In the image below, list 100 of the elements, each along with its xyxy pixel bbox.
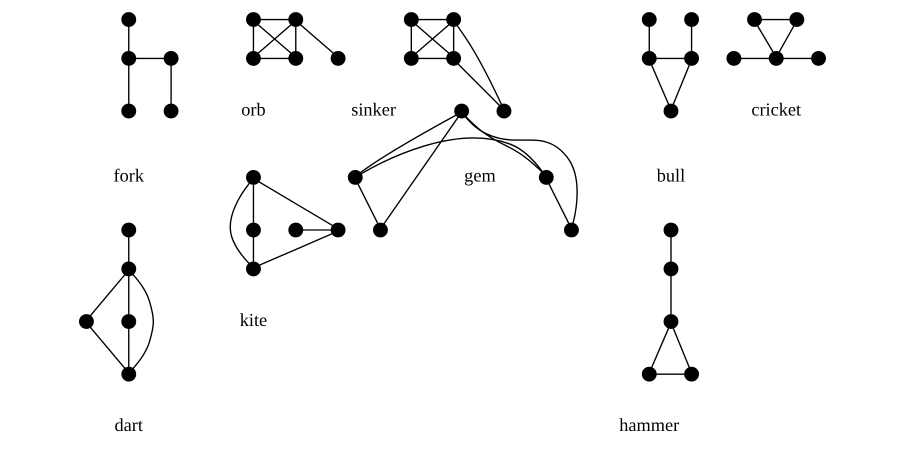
connector: [229, 182, 250, 264]
connector: [128, 236, 129, 262]
label: hammer: [618, 415, 679, 436]
connector: [128, 276, 129, 314]
connector: [778, 26, 794, 52]
connector: [418, 58, 446, 60]
node-circle: [288, 12, 303, 27]
connector: [672, 64, 690, 105]
node-circle: [288, 222, 303, 238]
node-circle: [246, 261, 260, 276]
connector: [258, 233, 332, 266]
connector: [260, 18, 288, 20]
connector: [456, 25, 502, 105]
node-circle: [746, 12, 762, 27]
node-circle: [641, 366, 656, 382]
connector: [258, 181, 332, 226]
connector: [760, 18, 790, 20]
node-circle: [403, 50, 418, 66]
node-circle: [120, 366, 136, 382]
node-circle: [641, 12, 656, 27]
connector: [302, 229, 330, 231]
connector: [656, 373, 684, 375]
node-circle: [810, 50, 826, 66]
connector: [132, 274, 154, 370]
node-circle: [684, 12, 699, 27]
node-circle: [78, 314, 94, 329]
connector: [415, 24, 449, 54]
connector: [464, 116, 542, 172]
connector: [89, 274, 125, 316]
connector: [128, 328, 129, 367]
connector: [410, 26, 412, 52]
node-circle: [684, 366, 699, 382]
connector: [294, 26, 296, 52]
label: kite: [239, 310, 267, 330]
node-circle: [663, 314, 678, 329]
node-circle: [788, 12, 804, 27]
node-circle: [347, 170, 362, 185]
node-circle: [120, 314, 136, 329]
node-circle: [454, 104, 469, 118]
connector: [452, 26, 454, 52]
connector: [670, 236, 672, 262]
node-circle: [446, 50, 461, 66]
connector: [670, 276, 672, 314]
node-circle: [496, 104, 511, 118]
node-circle: [163, 104, 178, 118]
connector: [170, 65, 172, 104]
connector: [360, 114, 456, 174]
label: bull: [656, 166, 685, 186]
label: fork: [113, 166, 144, 186]
connector: [260, 58, 288, 60]
node-circle: [163, 50, 178, 66]
node-circle: [768, 50, 784, 66]
node-circle: [403, 12, 418, 27]
label: dart: [114, 415, 142, 436]
node-circle: [120, 104, 136, 118]
connector: [656, 58, 684, 60]
connector: [382, 116, 458, 224]
node-circle: [246, 170, 260, 185]
node-circle: [372, 222, 388, 238]
connector: [257, 24, 291, 54]
connector: [548, 184, 569, 224]
connector: [128, 26, 129, 52]
label: cricket: [750, 99, 801, 120]
node-circle: [446, 12, 461, 27]
node-circle: [120, 222, 136, 238]
node-circle: [663, 261, 678, 276]
label: sinker: [350, 99, 396, 120]
connector: [648, 26, 650, 52]
connector: [252, 184, 254, 223]
connector: [672, 328, 690, 368]
connector: [356, 184, 378, 224]
node-circle: [246, 12, 260, 27]
connector: [360, 138, 542, 174]
node-circle: [663, 104, 678, 118]
node-circle: [120, 261, 136, 276]
label: gem: [464, 166, 496, 186]
connector: [135, 58, 164, 60]
node-circle: [684, 50, 699, 66]
connector: [418, 18, 446, 20]
label: orb: [240, 99, 266, 120]
connector: [252, 26, 254, 52]
node-circle: [564, 222, 578, 238]
connector: [300, 24, 334, 54]
node-circle: [726, 50, 741, 66]
node-circle: [246, 50, 260, 66]
node-circle: [663, 222, 678, 238]
node-circle: [288, 50, 303, 66]
node-circle: [641, 50, 656, 66]
node-circle: [538, 170, 554, 185]
connector: [756, 25, 774, 52]
node-circle: [246, 222, 260, 238]
connector: [740, 58, 769, 60]
connector: [650, 328, 669, 368]
node-circle: [330, 222, 346, 238]
connector: [456, 63, 500, 106]
connector: [690, 26, 692, 52]
connector: [650, 64, 669, 105]
connector: [252, 236, 254, 262]
connector: [89, 326, 125, 369]
connector: [782, 58, 811, 60]
